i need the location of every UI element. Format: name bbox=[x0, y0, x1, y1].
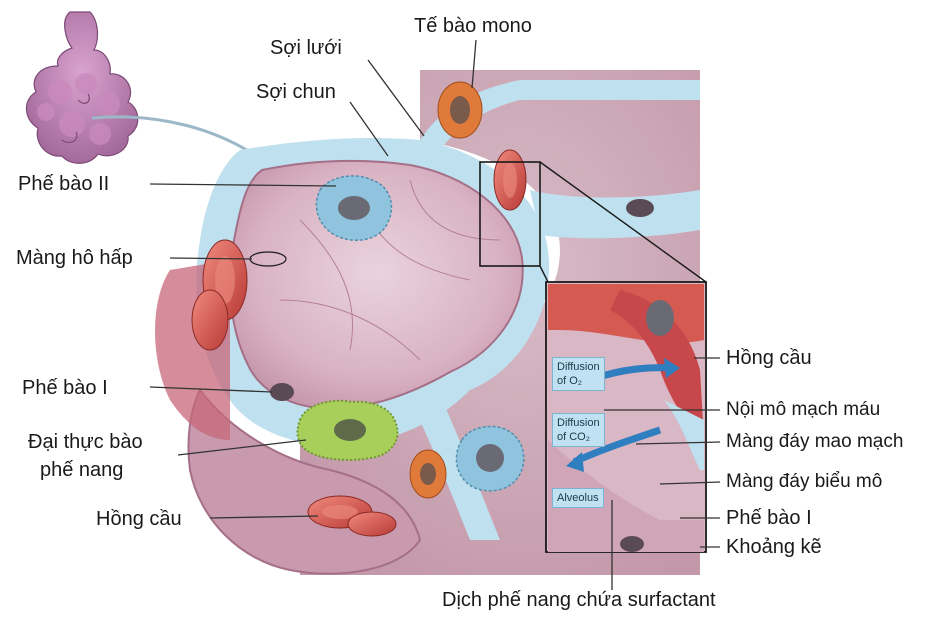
label-alveolar-fluid: Dịch phế nang chứa surfactant bbox=[442, 589, 716, 611]
septum-right bbox=[530, 190, 700, 239]
septum-lower bbox=[410, 395, 500, 540]
label-type1-cell-left: Phế bào I bbox=[22, 377, 108, 399]
septum-upper bbox=[420, 80, 700, 150]
label-endothelium: Nội mô mạch máu bbox=[726, 399, 881, 420]
tag-diffusion-o2-line2: of O₂ bbox=[557, 375, 583, 387]
macrophage bbox=[296, 399, 399, 461]
label-respiratory-membrane: Màng hô hấp bbox=[16, 247, 133, 269]
tag-diffusion-o2: Diffusion of O₂ bbox=[552, 357, 605, 391]
label-type1-cell-right: Phế bào I bbox=[726, 507, 812, 529]
tag-diffusion-co2: Diffusion of CO₂ bbox=[552, 413, 605, 447]
monocyte-bottom bbox=[409, 449, 447, 499]
type1-nucleus bbox=[270, 383, 294, 401]
rbc-cluster-bottom bbox=[307, 495, 397, 537]
label-interstitium: Khoảng kẽ bbox=[726, 536, 822, 558]
label-rbc-right: Hồng cầu bbox=[726, 347, 812, 369]
type1-nucleus-right bbox=[626, 199, 654, 217]
tag-diffusion-o2-line1: Diffusion bbox=[557, 361, 600, 373]
monocyte-top bbox=[437, 81, 483, 139]
label-type2-cell: Phế bào II bbox=[18, 173, 110, 195]
label-capillary-basement: Màng đáy mao mạch bbox=[726, 431, 904, 452]
acinus-gland bbox=[25, 11, 139, 164]
label-reticular-fiber: Sợi lưới bbox=[270, 37, 342, 59]
zoom-box bbox=[479, 161, 541, 267]
label-monocyte: Tế bào mono bbox=[414, 15, 532, 37]
label-epithelial-basement: Màng đáy biểu mô bbox=[726, 471, 883, 492]
rbc-cluster-top bbox=[493, 149, 527, 211]
label-macrophage-line1: Đại thực bào bbox=[28, 431, 143, 453]
zoom-connector-bottom bbox=[539, 265, 549, 283]
label-elastic-fiber: Sợi chun bbox=[256, 81, 336, 103]
rbc-cluster-left bbox=[191, 239, 248, 351]
alveolus bbox=[196, 138, 550, 446]
label-rbc-left: Hồng cầu bbox=[96, 508, 182, 530]
type2-cell bbox=[315, 175, 393, 242]
tag-alveolus: Alveolus bbox=[552, 488, 604, 508]
tag-diffusion-co2-line2: of CO₂ bbox=[557, 431, 590, 443]
type2-cell-lower bbox=[455, 425, 525, 492]
zoom-connector-top bbox=[539, 161, 707, 283]
tag-diffusion-co2-line1: Diffusion bbox=[557, 417, 600, 429]
leader-lines bbox=[149, 39, 721, 590]
label-macrophage-line2: phế nang bbox=[40, 459, 124, 481]
